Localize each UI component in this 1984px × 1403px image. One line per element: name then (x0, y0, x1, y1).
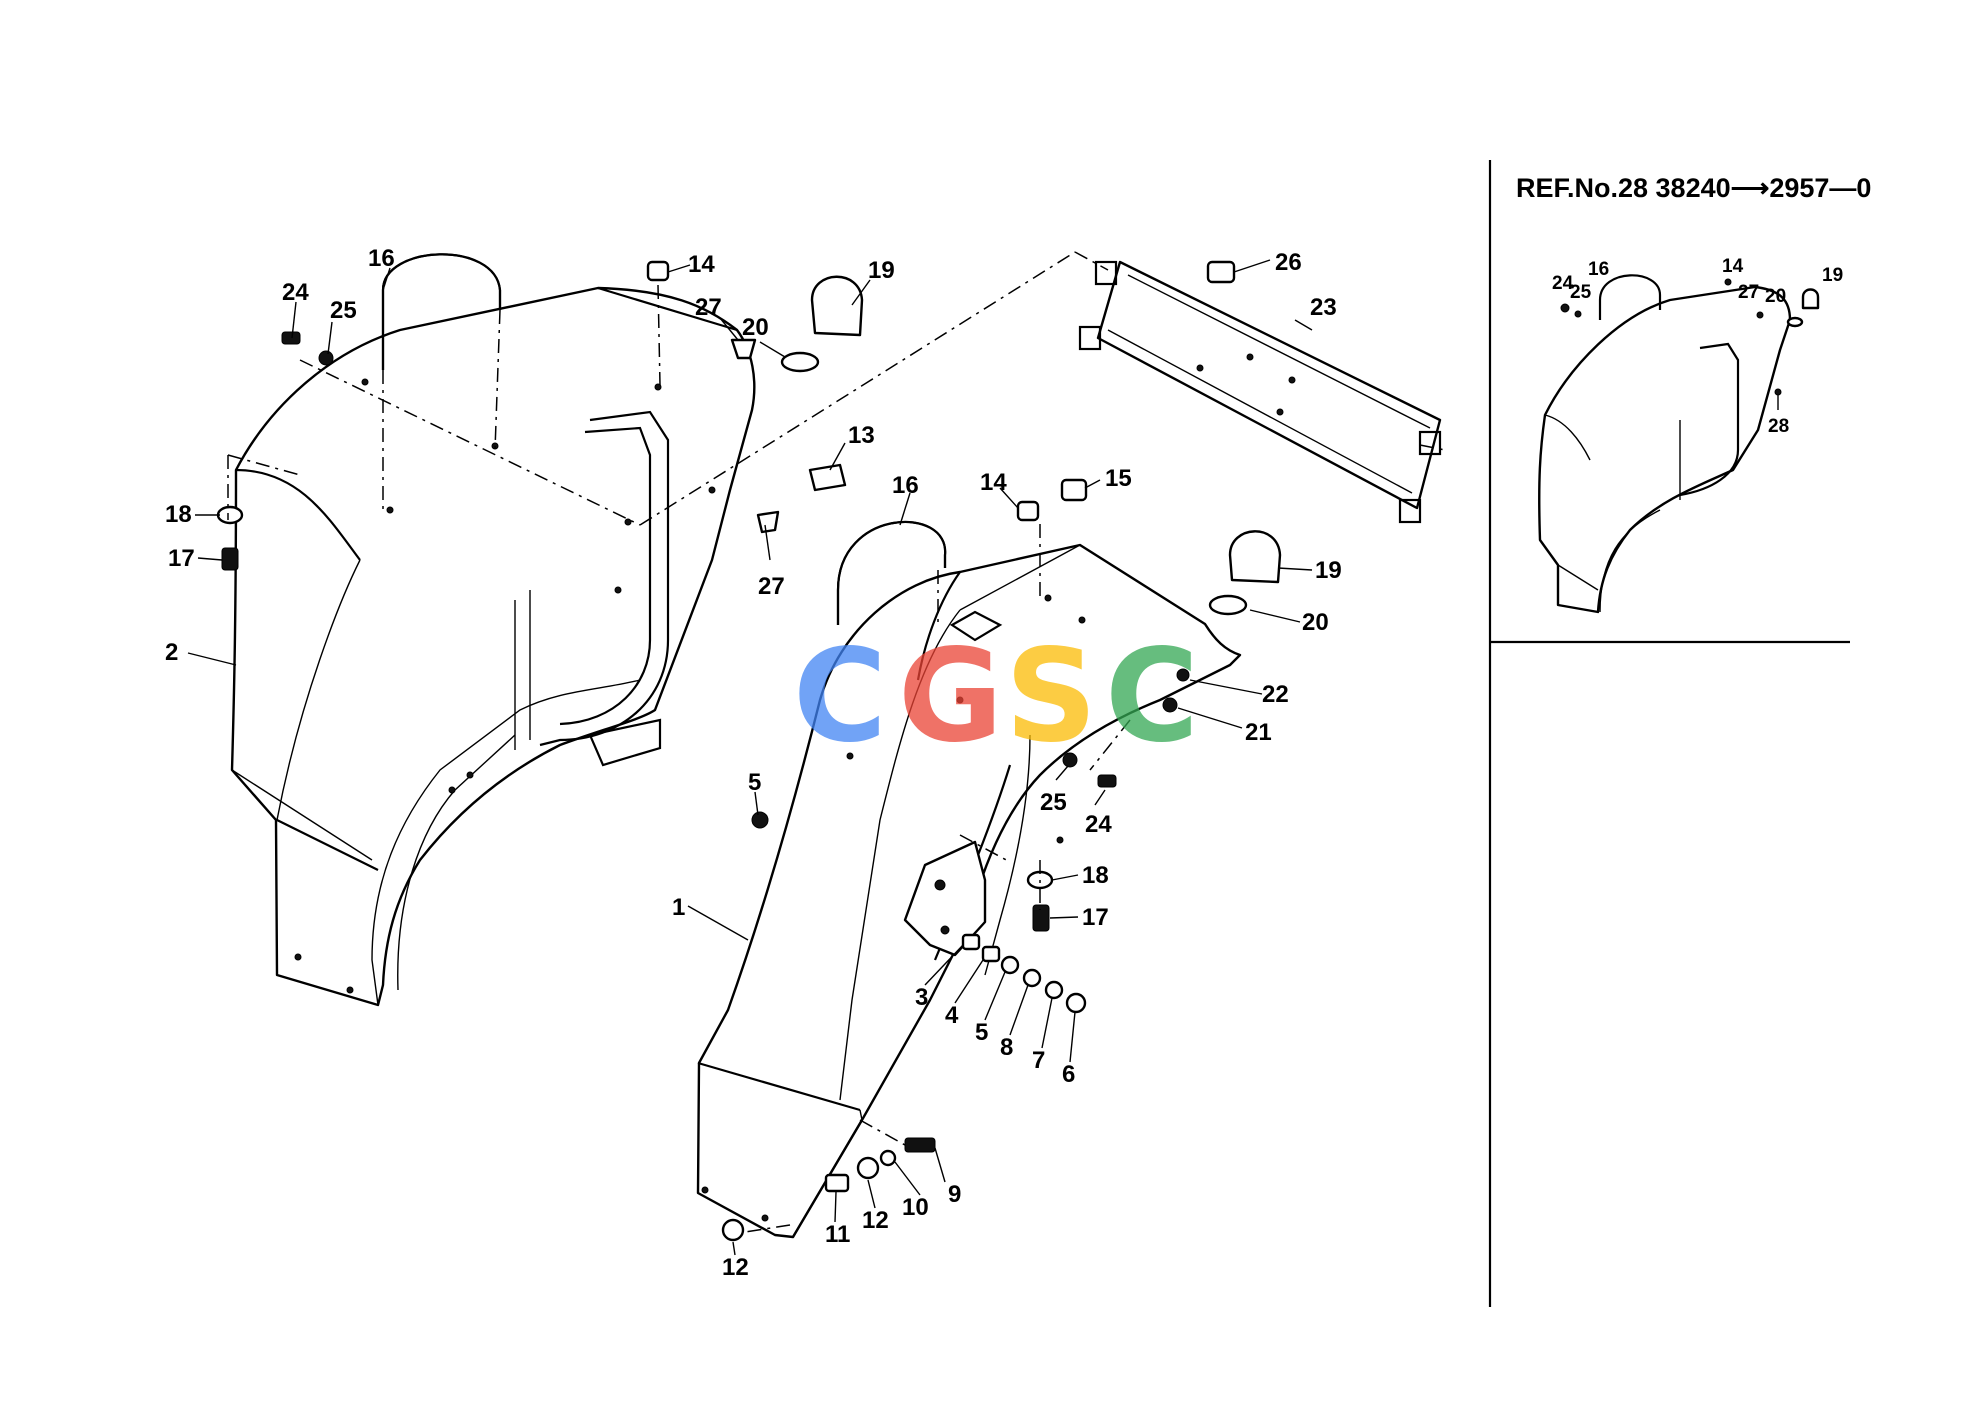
callout-13: 13 (848, 422, 875, 449)
hardware (216, 253, 1282, 1242)
callout-20b: 20 (1302, 609, 1329, 636)
callout-6: 6 (1062, 1061, 1075, 1088)
callout-22: 22 (1262, 681, 1289, 708)
callout-14: 14 (688, 251, 715, 278)
inset-callout-20: 20 (1765, 286, 1786, 307)
callout-4: 4 (945, 1002, 959, 1029)
callout-23: 23 (1310, 294, 1337, 321)
callout-27: 27 (695, 294, 722, 321)
callout-11: 11 (825, 1221, 850, 1248)
callout-17b: 17 (1082, 904, 1109, 931)
callout-12a: 12 (862, 1207, 889, 1234)
callout-24b: 24 (1085, 811, 1112, 838)
callout-18: 18 (165, 501, 192, 528)
watermark-letter-c1: C (793, 622, 887, 771)
callout-5a: 5 (748, 769, 761, 796)
callout-17: 17 (168, 545, 195, 572)
callout-14b: 14 (980, 469, 1007, 496)
callout-19: 19 (868, 257, 895, 284)
plate-23 (1078, 260, 1442, 524)
callout-2: 2 (165, 639, 178, 666)
right-fender (696, 543, 1242, 1239)
callout-18b: 18 (1082, 862, 1109, 889)
callout-12b: 12 (722, 1254, 749, 1281)
callout-24: 24 (282, 279, 309, 306)
callout-7: 7 (1032, 1047, 1045, 1074)
callout-21: 21 (1245, 719, 1272, 746)
reference-label: REF.No.28 38240⟶2957—0 (1516, 173, 1871, 203)
inset-callout-24: 24 (1552, 273, 1574, 294)
callout-1: 1 (672, 894, 685, 921)
callouts: 16 24 25 14 27 20 19 26 23 13 16 14 15 1… (165, 245, 1342, 1281)
inset-callout-25: 25 (1570, 282, 1592, 303)
callout-26: 26 (1275, 249, 1302, 276)
callout-15: 15 (1105, 465, 1132, 492)
inset-callout-19: 19 (1822, 265, 1843, 286)
callout-19b: 19 (1315, 557, 1342, 584)
callout-5b: 5 (975, 1019, 988, 1046)
watermark-letter-c2: C (1105, 622, 1199, 771)
callout-16: 16 (368, 245, 395, 272)
callout-20: 20 (742, 314, 769, 341)
callout-16b: 16 (892, 472, 919, 499)
inset-callout-27: 27 (1738, 282, 1759, 303)
callout-25: 25 (330, 297, 357, 324)
inset-panel: REF.No.28 38240⟶2957—0 24 25 16 14 27 20… (1488, 160, 1871, 1307)
assembly-lines (227, 251, 1446, 1233)
callout-8: 8 (1000, 1034, 1013, 1061)
inset-callout-16: 16 (1588, 259, 1609, 280)
leader-lines (187, 259, 1313, 1256)
callout-27b: 27 (758, 573, 785, 600)
inset-callout-28: 28 (1768, 416, 1789, 437)
left-fender (230, 286, 756, 1007)
callout-3: 3 (915, 984, 928, 1011)
watermark-logo: C G S C (793, 622, 1199, 771)
watermark-letter-s: S (1005, 622, 1097, 771)
callout-10: 10 (902, 1194, 929, 1221)
callout-9: 9 (948, 1181, 961, 1208)
watermark-letter-g: G (898, 622, 1003, 771)
inset-callout-14: 14 (1722, 256, 1744, 277)
callout-25b: 25 (1040, 789, 1067, 816)
